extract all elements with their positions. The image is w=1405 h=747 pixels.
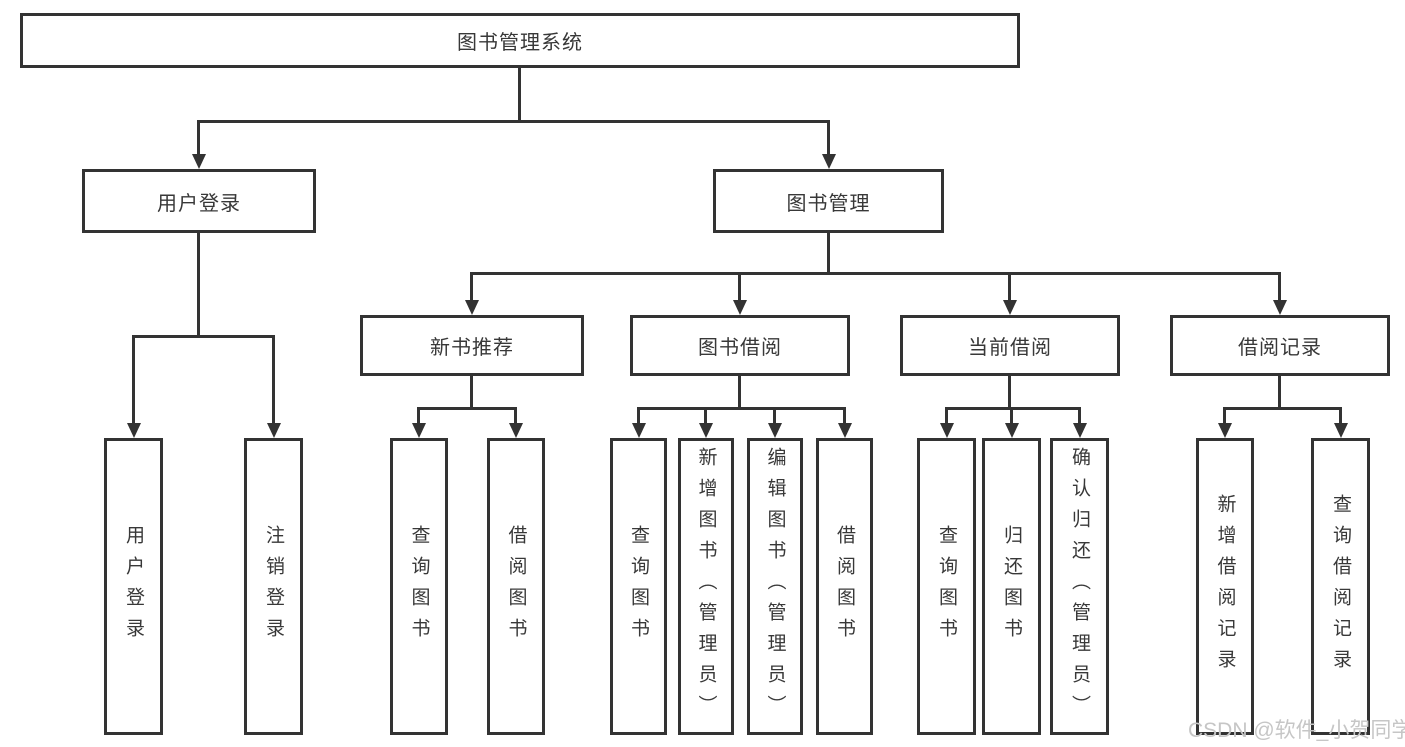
leaf-query-books-current: 查询图书 <box>917 438 976 735</box>
connector-line <box>1278 376 1281 407</box>
connector-line <box>514 407 517 423</box>
leaf-add-borrow-record: 新增借阅记录 <box>1196 438 1254 735</box>
arrow-down-icon <box>465 300 479 315</box>
leaf-query-books-recommend: 查询图书 <box>390 438 448 735</box>
connector-line <box>637 407 640 423</box>
arrow-down-icon <box>1273 300 1287 315</box>
leaf-query-books-borrow: 查询图书 <box>610 438 667 735</box>
connector-line <box>827 233 830 272</box>
connector-line <box>518 68 521 120</box>
arrow-down-icon <box>1218 423 1232 438</box>
node-user-login: 用户登录 <box>82 169 316 233</box>
leaf-label: 注销登录 <box>263 524 284 649</box>
connector-line <box>827 120 830 154</box>
leaf-label: 用户登录 <box>123 524 144 649</box>
arrow-down-icon <box>838 423 852 438</box>
arrow-down-icon <box>1073 423 1087 438</box>
connector-line <box>417 407 420 423</box>
connector-line <box>197 233 200 335</box>
connector-line <box>738 272 741 300</box>
connector-line <box>637 407 846 410</box>
leaf-confirm-return-admin: 确认归还（管理员） <box>1050 438 1109 735</box>
connector-line <box>197 120 200 154</box>
leaf-add-books-admin: 新增图书（管理员） <box>678 438 734 735</box>
leaf-label: 确认归还（管理员） <box>1069 447 1090 726</box>
arrow-down-icon <box>822 154 836 169</box>
connector-line <box>773 407 776 423</box>
connector-line <box>132 335 135 423</box>
leaf-query-borrow-record: 查询借阅记录 <box>1311 438 1370 735</box>
node-current-borrow: 当前借阅 <box>900 315 1120 376</box>
node-library-system: 图书管理系统 <box>20 13 1020 68</box>
csdn-watermark: CSDN @软件_小贺同学 <box>1188 719 1405 742</box>
leaf-label: 新增图书（管理员） <box>695 447 717 726</box>
connector-line <box>704 407 707 423</box>
leaf-user-login: 用户登录 <box>104 438 163 735</box>
arrow-down-icon <box>1003 300 1017 315</box>
connector-line <box>1223 407 1342 410</box>
leaf-label: 编辑图书（管理员） <box>764 447 786 726</box>
leaf-borrow-books: 借阅图书 <box>816 438 873 735</box>
leaf-borrow-books-recommend: 借阅图书 <box>487 438 545 735</box>
connector-line <box>470 272 473 300</box>
leaf-label: 借阅图书 <box>834 524 855 649</box>
arrow-down-icon <box>267 423 281 438</box>
connector-line <box>470 376 473 407</box>
node-new-book-recommend: 新书推荐 <box>360 315 584 376</box>
node-borrow-records: 借阅记录 <box>1170 315 1390 376</box>
connector-line <box>945 407 1081 410</box>
connector-line <box>1078 407 1081 423</box>
leaf-label: 查询图书 <box>408 524 430 649</box>
leaf-label: 查询图书 <box>628 524 649 649</box>
arrow-down-icon <box>509 423 523 438</box>
leaf-label: 新增借阅记录 <box>1214 493 1236 680</box>
leaf-label: 借阅图书 <box>505 524 527 649</box>
arrow-down-icon <box>412 423 426 438</box>
connector-line <box>945 407 948 423</box>
connector-line <box>470 272 1281 275</box>
connector-line <box>1010 407 1013 423</box>
connector-line <box>843 407 846 423</box>
leaf-edit-books-admin: 编辑图书（管理员） <box>747 438 803 735</box>
connector-line <box>132 335 275 338</box>
node-book-management: 图书管理 <box>713 169 944 233</box>
connector-line <box>1008 376 1011 407</box>
node-book-borrow: 图书借阅 <box>630 315 850 376</box>
arrow-down-icon <box>768 423 782 438</box>
arrow-down-icon <box>1334 423 1348 438</box>
arrow-down-icon <box>940 423 954 438</box>
connector-line <box>738 376 741 407</box>
arrow-down-icon <box>192 154 206 169</box>
connector-line <box>272 335 275 423</box>
connector-line <box>1339 407 1342 423</box>
connector-line <box>1278 272 1281 300</box>
leaf-label: 归还图书 <box>1001 524 1022 649</box>
connector-line <box>417 407 517 410</box>
arrow-down-icon <box>733 300 747 315</box>
leaf-return-books: 归还图书 <box>982 438 1041 735</box>
connector-line <box>197 120 830 123</box>
arrow-down-icon <box>699 423 713 438</box>
arrow-down-icon <box>1005 423 1019 438</box>
connector-line <box>1223 407 1226 423</box>
leaf-label: 查询图书 <box>936 524 957 649</box>
arrow-down-icon <box>632 423 646 438</box>
connector-line <box>1008 272 1011 300</box>
leaf-label: 查询借阅记录 <box>1330 493 1351 680</box>
leaf-logout: 注销登录 <box>244 438 303 735</box>
arrow-down-icon <box>127 423 141 438</box>
